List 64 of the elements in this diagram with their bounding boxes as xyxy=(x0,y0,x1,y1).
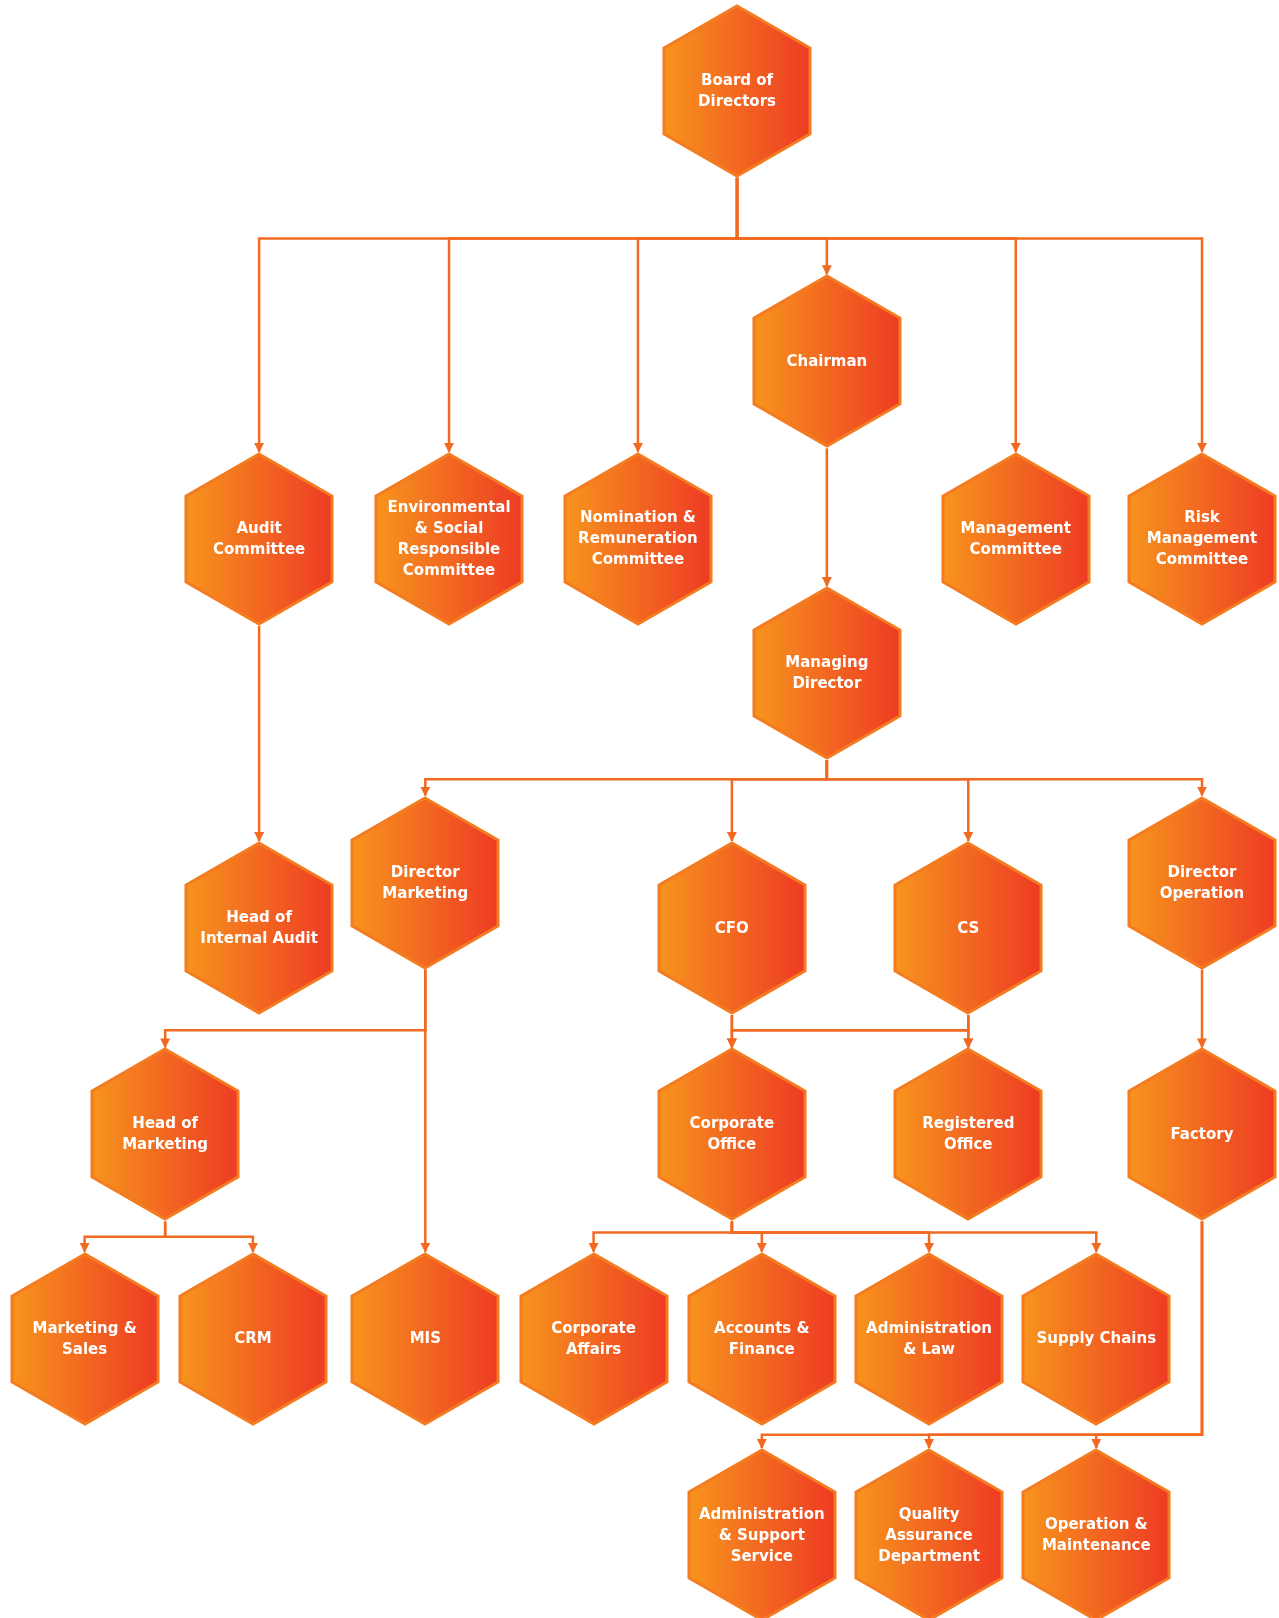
hexagon-node xyxy=(940,451,1091,626)
connector-arrow xyxy=(735,177,1207,453)
hexagon-node xyxy=(1127,1047,1277,1222)
node-label: MIS xyxy=(408,1328,442,1350)
hexagon-node xyxy=(893,1047,1044,1222)
node-label: Head of Marketing xyxy=(121,1113,210,1156)
node-label: Supply Chains xyxy=(1035,1328,1158,1350)
connector-arrow xyxy=(730,1221,1102,1253)
node-label: Director Marketing xyxy=(381,861,470,904)
hexagon-node xyxy=(686,1251,837,1426)
node-label: Administration & Law xyxy=(865,1317,993,1360)
node-label: Corporate Affairs xyxy=(550,1317,637,1360)
hexagon-node xyxy=(350,1251,501,1426)
hexagon-node xyxy=(1021,1448,1172,1618)
node-label: Audit Committee xyxy=(211,517,307,560)
node-label: Marketing & Sales xyxy=(31,1317,138,1360)
node-label: Accounts & Finance xyxy=(713,1317,811,1360)
node-label: Nomination & Remuneration Committee xyxy=(577,507,699,571)
hexagon-node xyxy=(90,1047,241,1222)
hexagon-node xyxy=(854,1251,1005,1426)
hexagon-node xyxy=(1127,795,1277,970)
node-label: CFO xyxy=(713,917,750,939)
connector-arrow xyxy=(254,625,265,842)
connector-arrow xyxy=(420,969,431,1253)
hexagon-node xyxy=(662,3,813,178)
node-label: Factory xyxy=(1169,1123,1235,1145)
node-label: CS xyxy=(956,917,981,939)
hexagon-node xyxy=(177,1251,328,1426)
hexagon-node xyxy=(1021,1251,1172,1426)
node-label: Operation & Maintenance xyxy=(1040,1514,1152,1556)
hexagon-node xyxy=(893,841,1044,1015)
hexagon-node xyxy=(374,451,525,626)
node-label: Managing Director xyxy=(784,652,870,695)
hexagon-node xyxy=(854,1448,1005,1618)
hexagon-node xyxy=(656,841,807,1015)
hexagon-node xyxy=(1127,451,1277,626)
node-label: Quality Assurance Department xyxy=(877,1503,981,1567)
node-label: Head of Internal Audit xyxy=(199,907,319,949)
hexagon-node xyxy=(751,586,902,761)
node-label: Administration & Support Service xyxy=(697,1503,826,1567)
node-label: Board of Directors xyxy=(697,69,777,112)
connector-arrow xyxy=(163,1221,258,1253)
connector-arrow xyxy=(821,448,832,588)
node-label: Registered Office xyxy=(921,1113,1016,1156)
hexagon-node xyxy=(686,1448,837,1618)
hexagon-node xyxy=(350,795,501,970)
hexagon-node xyxy=(184,451,335,626)
hexagon-node xyxy=(562,451,713,626)
node-label: Director Operation xyxy=(1158,861,1246,904)
connector-arrow xyxy=(1197,969,1207,1049)
connector-arrow xyxy=(825,760,1207,797)
connector-arrow xyxy=(1091,1221,1204,1449)
node-label: Environmental & Social Responsible Committee xyxy=(386,496,512,581)
node-label: Chairman xyxy=(785,350,869,372)
hexagon-node xyxy=(184,841,335,1015)
hexagon-node xyxy=(656,1047,807,1222)
hexagon-node xyxy=(9,1251,160,1426)
node-label: Corporate Office xyxy=(688,1113,776,1156)
hexagon-node xyxy=(751,274,902,449)
node-label: Risk Management Committee xyxy=(1145,507,1259,571)
connector-arrow xyxy=(963,1015,974,1049)
hexagon-node xyxy=(518,1251,669,1426)
node-label: Management Committee xyxy=(959,517,1072,560)
node-label: CRM xyxy=(233,1328,273,1350)
